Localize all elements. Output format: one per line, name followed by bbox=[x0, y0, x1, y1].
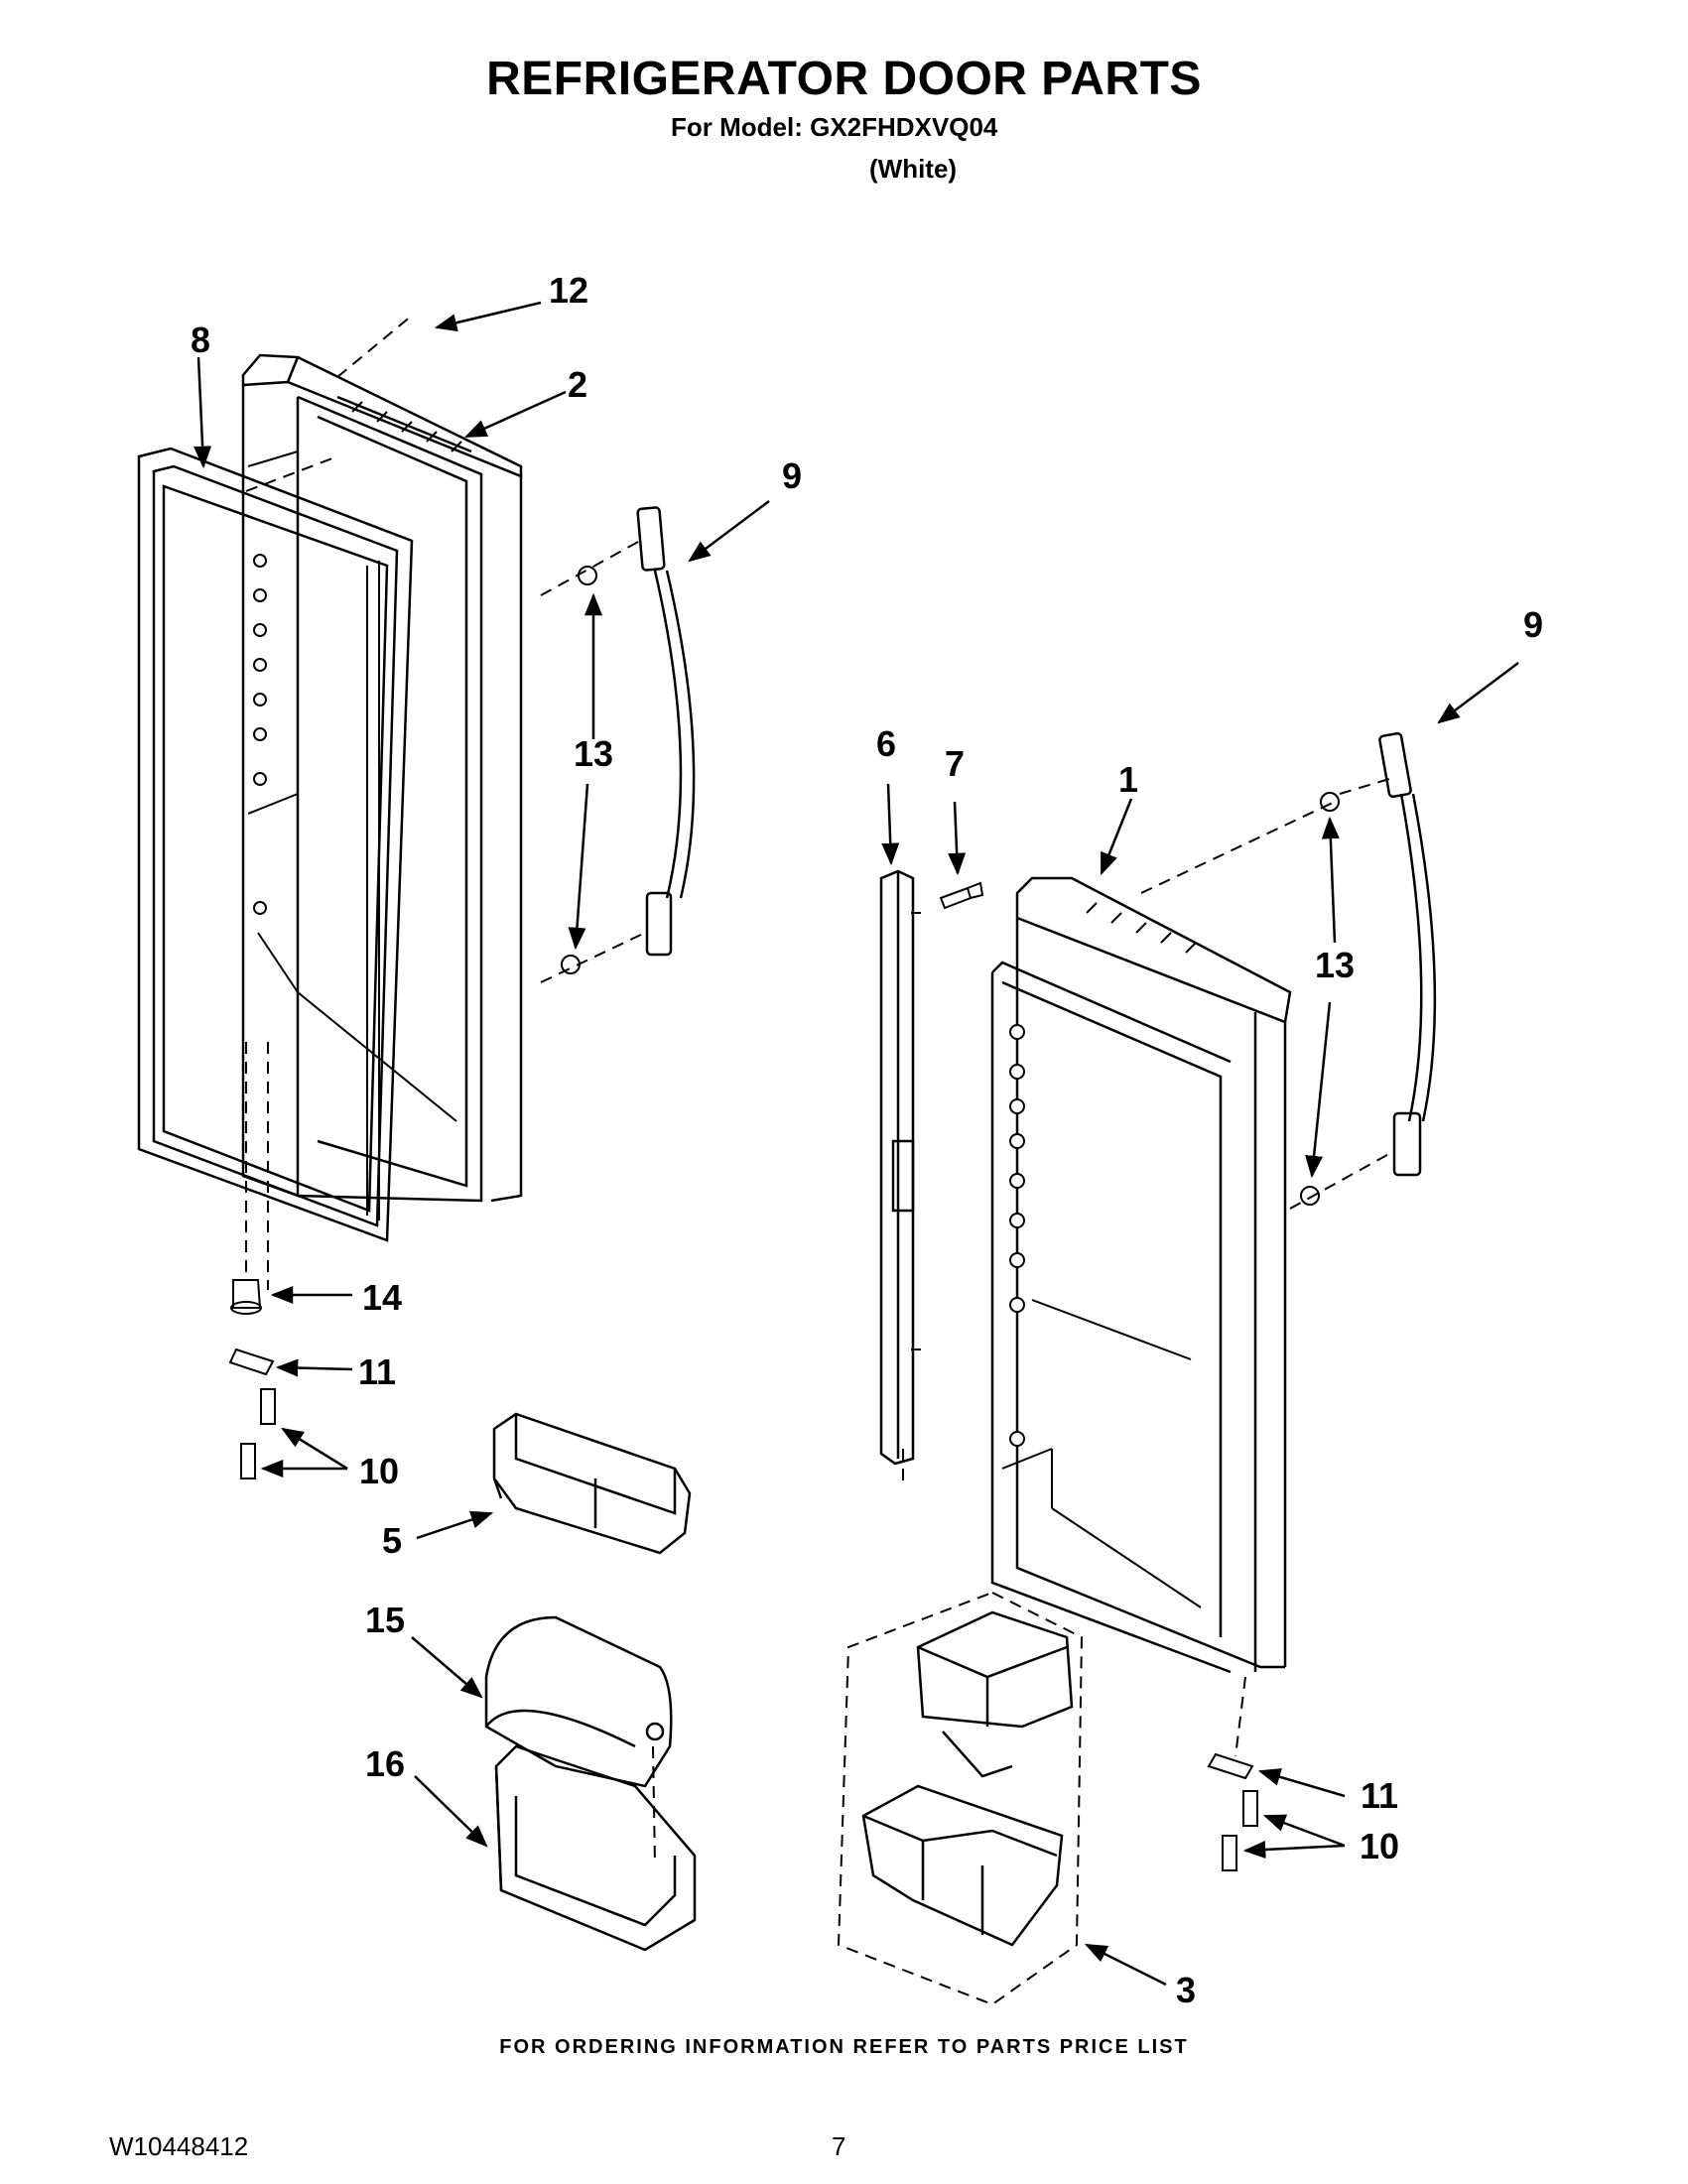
screws-left-part-10 bbox=[240, 1388, 276, 1479]
model-line: For Model: GX2FHDXVQ04 bbox=[671, 112, 998, 142]
door-bin-part-5 bbox=[492, 1412, 692, 1555]
callout-label: 6 bbox=[876, 723, 896, 764]
assembly-lines bbox=[245, 315, 1395, 1866]
callout-label: 11 bbox=[358, 1351, 396, 1392]
dairy-bin-part-16 bbox=[494, 1744, 697, 1952]
document-number: W10448412 bbox=[109, 2131, 249, 2161]
callout-label: 2 bbox=[568, 364, 587, 405]
callout-label: 10 bbox=[1360, 1826, 1399, 1866]
left-door-shelf-clips bbox=[253, 554, 267, 915]
hinge-plate-right-part-11 bbox=[1207, 1752, 1254, 1780]
handle-washers-part-13 bbox=[561, 566, 1340, 1206]
callout-label: 15 bbox=[365, 1600, 405, 1640]
right-door-part-1 bbox=[990, 876, 1292, 1674]
ice-bin-assembly-part-3 bbox=[861, 1610, 1074, 1947]
leader-arrows bbox=[194, 301, 1519, 1987]
callout-label: 12 bbox=[549, 270, 588, 311]
handle-left-part-9 bbox=[636, 506, 696, 957]
mullion-part-6 bbox=[879, 869, 921, 1466]
callout-label: 5 bbox=[382, 1520, 402, 1561]
handle-right-part-9 bbox=[1378, 731, 1437, 1177]
screw-part-7 bbox=[939, 881, 984, 910]
callout-label: 13 bbox=[574, 733, 613, 774]
page-number: 7 bbox=[832, 2131, 846, 2161]
right-door-shelf-clips bbox=[1009, 1024, 1025, 1447]
color-line: (White) bbox=[869, 154, 958, 184]
callout-label: 1 bbox=[1118, 759, 1138, 800]
page-title: REFRIGERATOR DOOR PARTS bbox=[486, 53, 1202, 105]
ordering-note: FOR ORDERING INFORMATION REFER TO PARTS … bbox=[499, 2036, 1189, 2058]
callout-label: 7 bbox=[945, 743, 965, 784]
callout-label: 13 bbox=[1315, 945, 1355, 985]
dairy-cover-part-15 bbox=[484, 1615, 673, 1788]
hinge-pin-part-14 bbox=[230, 1279, 262, 1315]
callout-label: 3 bbox=[1176, 1970, 1196, 2010]
callout-label: 14 bbox=[362, 1277, 402, 1318]
callout-label: 9 bbox=[1523, 604, 1543, 645]
callout-label: 11 bbox=[1361, 1775, 1398, 1816]
hinge-plate-left-part-11 bbox=[228, 1348, 275, 1376]
door-gasket-part-8 bbox=[137, 447, 414, 1242]
callout-labels: 1 2 3 5 6 7 8 9 9 10 10 11 11 12 13 13 1… bbox=[191, 270, 1543, 2010]
callout-label: 9 bbox=[782, 455, 802, 496]
callout-label: 10 bbox=[359, 1451, 399, 1491]
callout-label: 16 bbox=[365, 1743, 405, 1784]
screws-right-part-10 bbox=[1222, 1790, 1258, 1871]
ice-bin-dashed-outline bbox=[837, 1591, 1084, 2006]
callout-label: 8 bbox=[191, 320, 210, 360]
